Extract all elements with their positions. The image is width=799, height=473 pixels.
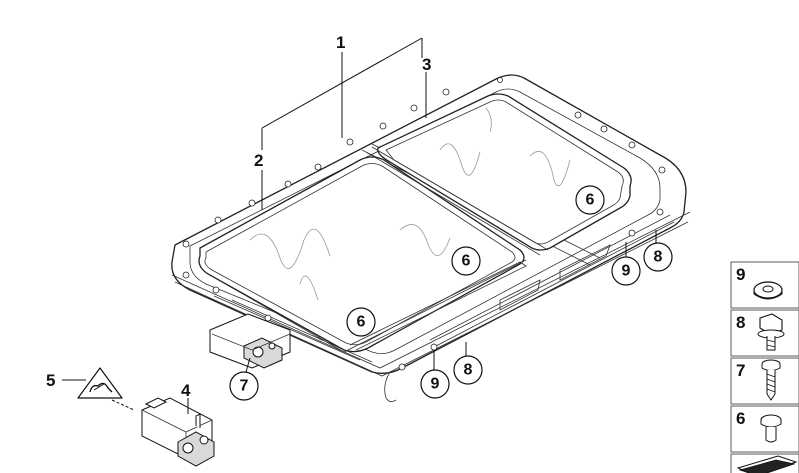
callout-6-front: 6 <box>346 307 376 337</box>
legend-item-hex-bolt: 8 <box>730 309 799 357</box>
callout-9-right: 9 <box>611 256 641 286</box>
callout-9-bottom: 9 <box>420 369 450 399</box>
washer-icon <box>753 281 783 300</box>
legend-item-washer: 9 <box>730 261 799 309</box>
shim-icon <box>736 455 798 473</box>
svg-text:9: 9 <box>431 376 440 393</box>
callout-7: 7 <box>229 371 259 401</box>
svg-text:6: 6 <box>462 253 471 270</box>
svg-text:8: 8 <box>736 313 745 332</box>
legend-item-screw: 7 <box>730 357 799 405</box>
callout-8-right: 8 <box>643 242 673 272</box>
svg-text:6: 6 <box>357 314 366 331</box>
svg-text:8: 8 <box>464 362 473 379</box>
callout-4: 4 <box>181 381 191 400</box>
seal-strip <box>349 146 549 351</box>
svg-text:6: 6 <box>736 409 745 428</box>
hardware-legend: 9 8 7 <box>730 261 799 473</box>
svg-text:6: 6 <box>586 192 595 209</box>
rear-glass-panel <box>377 93 632 251</box>
svg-text:9: 9 <box>622 263 631 280</box>
svg-text:9: 9 <box>736 265 745 284</box>
callout-3: 3 <box>422 55 431 74</box>
rivet-icon <box>760 414 782 443</box>
callout-6-middle: 6 <box>451 246 481 276</box>
hex-bolt-icon <box>757 313 785 351</box>
callout-6-rear: 6 <box>575 185 605 215</box>
callout-1: 1 <box>336 33 345 52</box>
svg-text:8: 8 <box>654 249 663 266</box>
svg-text:7: 7 <box>736 361 745 380</box>
callout-2: 2 <box>254 151 263 170</box>
front-glass-panel <box>198 156 527 353</box>
pinch-warning-label-icon <box>77 367 123 399</box>
drive-motor <box>141 397 215 467</box>
leader-lines <box>62 37 657 414</box>
legend-item-rivet: 6 <box>730 405 799 453</box>
callout-5: 5 <box>46 371 55 390</box>
legend-item-shim <box>730 453 799 473</box>
motor-unit-mounted <box>209 313 291 369</box>
callout-8-bottom: 8 <box>453 355 483 385</box>
svg-text:7: 7 <box>240 378 249 395</box>
screw-icon <box>761 359 781 401</box>
